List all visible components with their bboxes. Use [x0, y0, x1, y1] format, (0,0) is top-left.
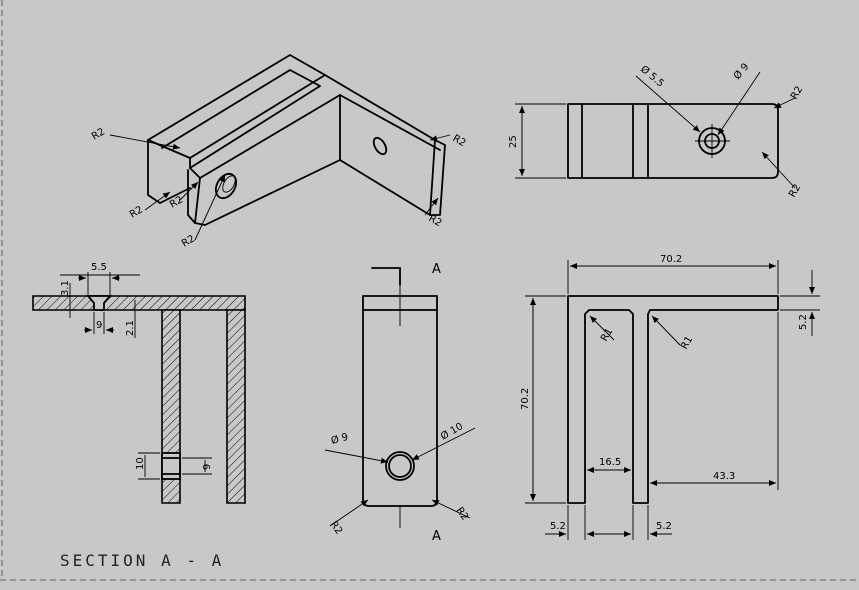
side-right-dim: 43.3 [713, 471, 735, 482]
section-bore-left: 10 [135, 457, 146, 470]
iso-radius-5: R2 [451, 133, 468, 149]
side-view: 70.2 70.2 5.2 R1 R1 16.5 43.3 [520, 254, 820, 540]
front-hole-right: Ø 10 [439, 420, 466, 442]
iso-radius-4: R2 [180, 233, 197, 249]
section-bore-right: 9 [202, 464, 213, 470]
top-hole-large-dim: Ø 9 [731, 61, 751, 82]
front-hole-left: Ø 9 [330, 431, 350, 447]
side-height-dim: 70.2 [520, 388, 531, 410]
top-radius-top: R2 [789, 84, 805, 101]
front-radius-left: R2 [328, 519, 345, 536]
iso-radius-1: R2 [90, 126, 107, 142]
side-inner-radius-right: R1 [679, 334, 695, 351]
top-hole-small-dim: Ø 5.5 [638, 63, 666, 90]
section-hole-width: 9 [96, 320, 102, 331]
side-gap-dim: 16.5 [599, 457, 621, 468]
cut-label-top: A [432, 262, 441, 277]
side-top-thickness: 5.2 [798, 314, 809, 330]
side-leg-left: 5.2 [550, 521, 566, 532]
side-inner-radius-left: R1 [599, 326, 615, 343]
section-caption: SECTION A - A [60, 551, 224, 570]
iso-radius-2: R2 [128, 204, 145, 220]
top-height-dim: 25 [508, 135, 519, 148]
side-leg-right: 5.2 [656, 521, 672, 532]
isometric-view: R2 R2 R2 R2 R2 R2 [90, 54, 468, 250]
section-flange-thickness: 2.1 [125, 320, 136, 336]
front-view: A A Ø 9 Ø 10 R2 R2 [324, 262, 476, 544]
section-counterbore-width: 5.5 [91, 262, 107, 273]
front-radius-right: R2 [454, 505, 471, 522]
section-counterbore-depth: 3.1 [60, 280, 71, 296]
iso-radius-6: R2 [427, 213, 444, 229]
top-view: 25 Ø 5.5 Ø 9 R2 R2 [508, 61, 805, 200]
side-width-dim: 70.2 [660, 254, 682, 265]
top-radius-bottom: R2 [787, 182, 803, 199]
section-view: 5.5 3.1 9 2.1 10 9 SECTION A - A [32, 262, 246, 570]
cut-label-bottom: A [432, 529, 441, 544]
